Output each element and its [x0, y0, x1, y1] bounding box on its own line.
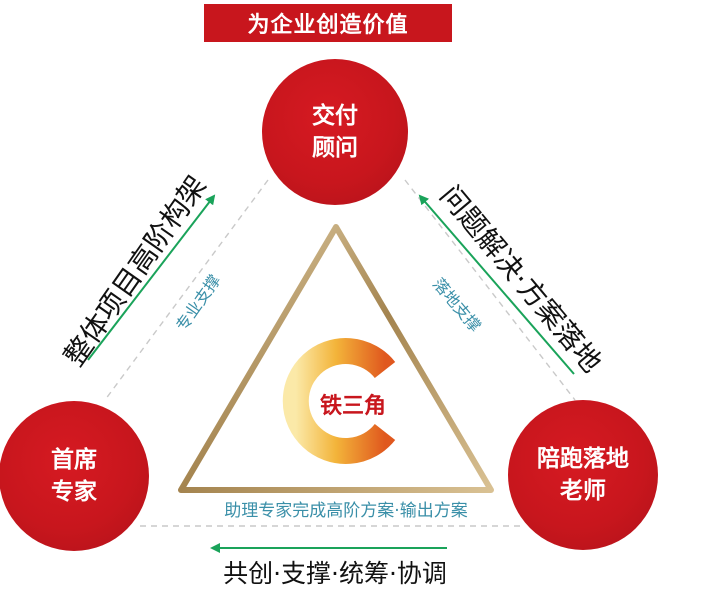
dashed-connector-right — [404, 179, 576, 401]
node-delivery-consultant-line1: 交付 — [312, 103, 358, 129]
node-chief-expert-line1: 首席 — [51, 447, 97, 473]
node-chief-expert-line2: 专家 — [51, 479, 97, 505]
node-delivery-consultant: 交付 顾问 — [262, 59, 408, 205]
node-chief-expert: 首席 专家 — [0, 401, 149, 551]
gold-triangle — [178, 224, 494, 493]
node-landing-coach: 陪跑落地 老师 — [508, 400, 658, 550]
node-landing-coach-line1: 陪跑落地 — [537, 446, 629, 472]
node-landing-coach-line2: 老师 — [560, 478, 606, 504]
logo-text: 铁三角 — [319, 394, 386, 419]
arrow-left-up — [87, 194, 216, 361]
logo-ring — [282, 338, 396, 464]
node-delivery-consultant-line2: 顾问 — [312, 135, 358, 161]
label-base-inner: 助理专家完成高阶方案·输出方案 — [224, 501, 468, 521]
arrow-right-up — [418, 194, 575, 375]
title-banner: 为企业创造价值 — [204, 4, 452, 42]
label-bottom-outer: 共创·支撑·统筹·协调 — [223, 559, 447, 588]
dashed-connector-left — [104, 179, 269, 401]
